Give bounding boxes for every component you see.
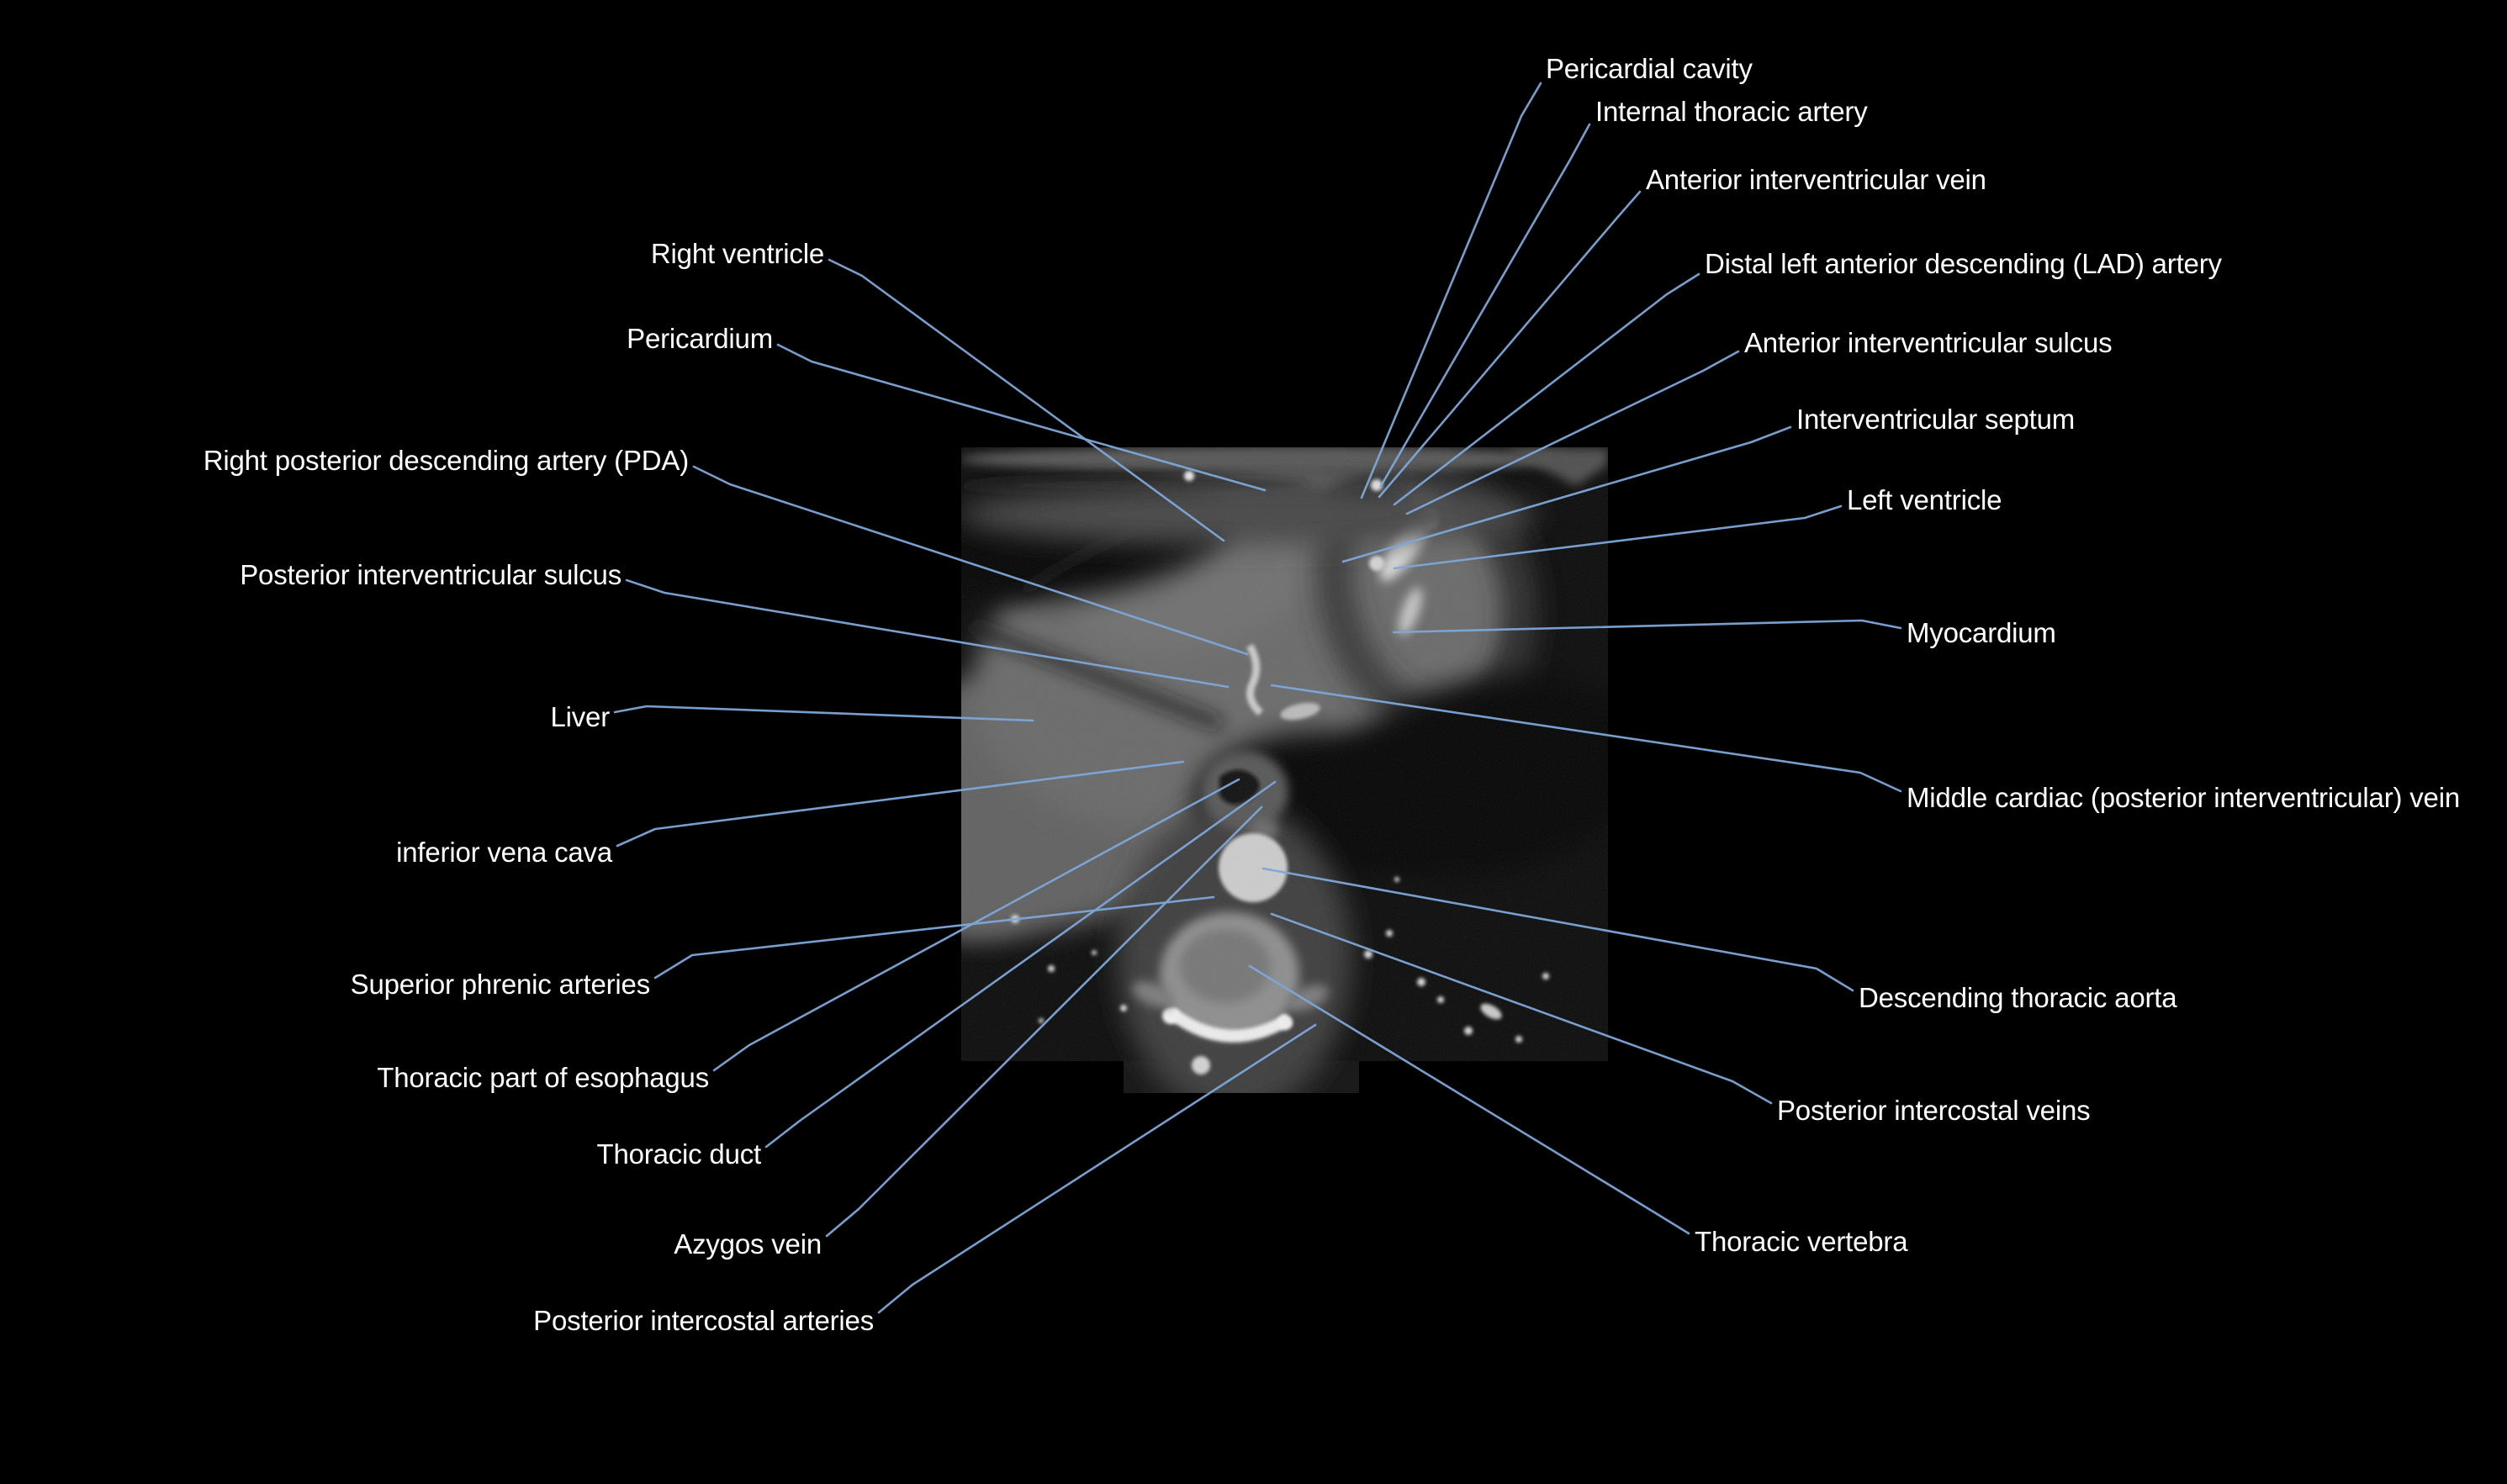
label-superior-phrenic-arteries: Superior phrenic arteries	[350, 969, 651, 1001]
label-anterior-interventricular-vein: Anterior interventricular vein	[1646, 164, 1986, 196]
label-anterior-interventricular-sulcus: Anterior interventricular sulcus	[1744, 327, 2113, 359]
leader-line-myocardium	[1392, 619, 1902, 634]
label-right-posterior-descending-artery-pda: Right posterior descending artery (PDA)	[203, 445, 689, 477]
label-descending-thoracic-aorta: Descending thoracic aorta	[1859, 982, 2177, 1014]
leader-line-interventricular-septum	[1341, 425, 1792, 563]
leader-line-posterior-intercostal-veins	[1270, 912, 1773, 1105]
leader-line-descending-thoracic-aorta	[1261, 867, 1854, 992]
label-thoracic-duct: Thoracic duct	[596, 1138, 762, 1170]
label-liver: Liver	[550, 701, 610, 733]
leader-line-middle-cardiac-posterior-interventricular-vein	[1270, 684, 1902, 793]
label-inferior-vena-cava: inferior vena cava	[396, 837, 612, 869]
label-internal-thoracic-artery: Internal thoracic artery	[1595, 96, 1868, 128]
label-azygos-vein: Azygos vein	[674, 1228, 822, 1260]
label-right-ventricle: Right ventricle	[650, 238, 824, 270]
label-interventricular-septum: Interventricular septum	[1796, 404, 2076, 436]
leader-line-right-posterior-descending-artery-pda	[692, 465, 1249, 656]
leader-line-anterior-interventricular-sulcus	[1405, 350, 1740, 515]
leader-line-anterior-interventricular-vein	[1378, 190, 1642, 499]
leader-line-pericardium	[776, 343, 1267, 492]
label-myocardium: Myocardium	[1907, 617, 2056, 649]
leader-lines-layer	[613, 82, 1902, 1314]
leader-line-inferior-vena-cava	[616, 760, 1185, 848]
label-pericardial-cavity: Pericardial cavity	[1546, 53, 1753, 85]
leader-line-pericardial-cavity	[1360, 82, 1542, 499]
label-posterior-interventricular-sulcus: Posterior interventricular sulcus	[240, 559, 621, 591]
leader-line-superior-phrenic-arteries	[653, 895, 1215, 980]
ct-scan-canvas	[961, 447, 1608, 1093]
label-distal-left-anterior-descending-lad-artery: Distal left anterior descending (LAD) ar…	[1705, 248, 2222, 280]
leader-line-right-ventricle	[828, 258, 1225, 542]
label-thoracic-part-of-esophagus: Thoracic part of esophagus	[377, 1062, 709, 1094]
label-left-ventricle: Left ventricle	[1847, 484, 2002, 516]
leader-line-posterior-interventricular-sulcus	[625, 578, 1230, 689]
leader-line-posterior-intercostal-arteries	[877, 1023, 1317, 1314]
label-thoracic-vertebra: Thoracic vertebra	[1695, 1226, 1908, 1258]
label-middle-cardiac-posterior-interventricular-vein: Middle cardiac (posterior interventricul…	[1907, 782, 2460, 814]
leader-line-distal-left-anterior-descending-lad-artery	[1393, 272, 1700, 506]
leader-line-thoracic-vertebra	[1248, 964, 1690, 1235]
leader-line-internal-thoracic-artery	[1379, 123, 1591, 488]
label-pericardium: Pericardium	[627, 323, 773, 355]
leader-line-azygos-vein	[825, 805, 1263, 1238]
leader-line-thoracic-part-of-esophagus	[712, 778, 1240, 1072]
leader-line-liver	[613, 705, 1034, 722]
label-posterior-intercostal-veins: Posterior intercostal veins	[1777, 1095, 2091, 1127]
leader-line-left-ventricle	[1393, 504, 1843, 570]
leader-line-thoracic-duct	[764, 780, 1277, 1149]
label-posterior-intercostal-arteries: Posterior intercostal arteries	[533, 1305, 874, 1337]
